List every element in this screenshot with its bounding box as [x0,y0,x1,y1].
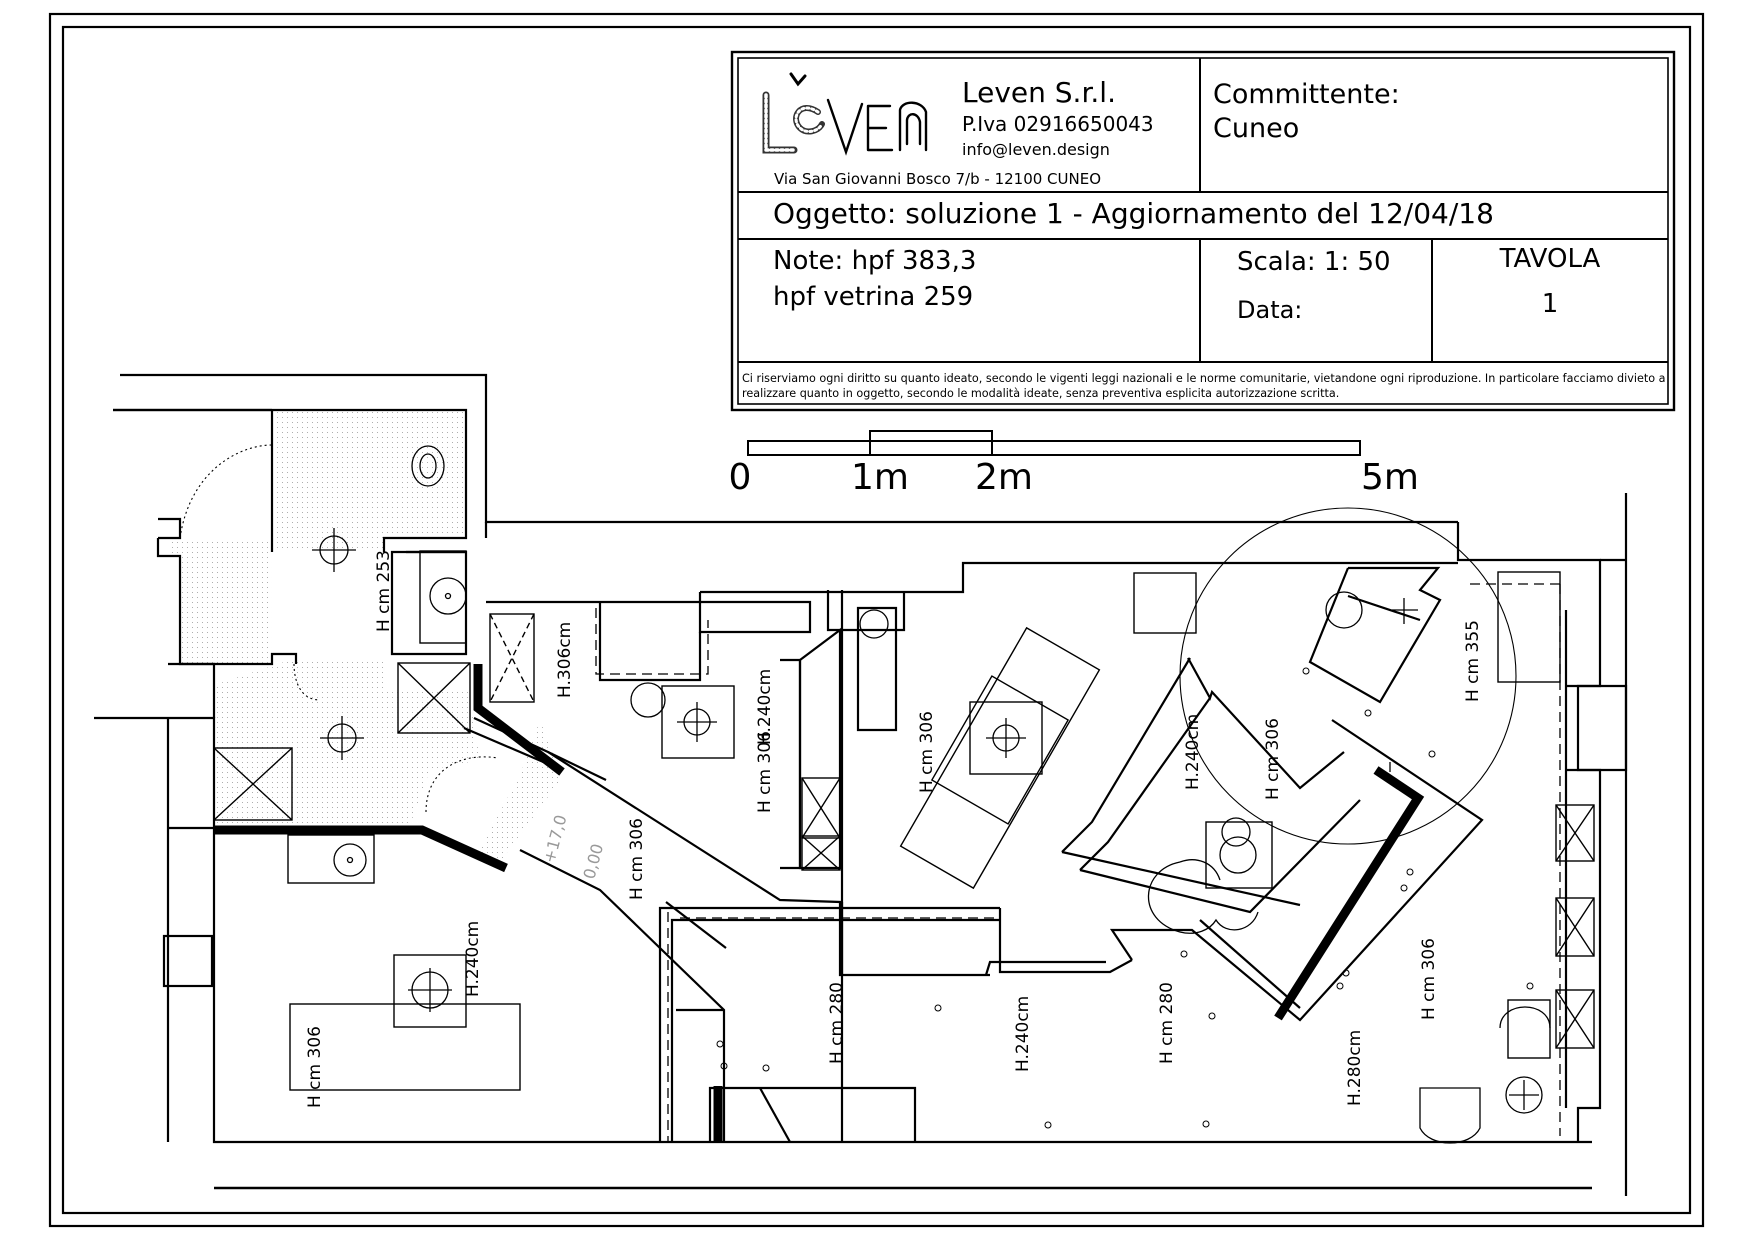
label-h240-c: H.240cm [1183,714,1203,790]
client-label: Committente: [1213,79,1400,110]
plan-walls [94,373,1628,1196]
label-h306-c: H cm 306 [917,711,937,793]
plan-light-points [716,667,1534,1129]
label-h306-b: H cm 306 [755,731,775,813]
label-h280-c: H.280cm [1345,1030,1365,1106]
label-h253: H cm 253 [374,550,394,632]
label-h240-d: H.240cm [1013,996,1033,1072]
scale-bar [747,430,1361,456]
plan-dashed-lines [595,583,1561,1142]
label-h306-f: H cm 306 [1263,718,1283,800]
drawing-subject: Oggetto: soluzione 1 - Aggiornamento del… [773,197,1494,230]
plan-radius-circle [1179,507,1517,845]
plan-tables [289,626,1101,1091]
label-h306-g: H cm 306 [1419,938,1439,1020]
scale-label-0: 0 [728,457,752,498]
notes-line-2: hpf vetrina 259 [773,282,974,312]
company-email: info@leven.design [962,140,1110,159]
outer-border [48,12,1705,1228]
label-h306-e: H cm 306 [305,1026,325,1108]
plan-labels: H cm 253 H.306cm H.240cm H cm 306 H cm 3… [305,550,1483,1108]
scale-label-2m: 2m [975,457,1033,498]
client-value: Cuneo [1213,113,1300,144]
company-address: Via San Giovanni Bosco 7/b - 12100 CUNEO [774,170,1102,188]
label-h240-b: H.240cm [463,921,483,997]
door-swings [179,444,499,813]
date-label: Data: [1237,296,1303,324]
vat-number: P.Iva 02916650043 [962,112,1154,136]
sheet-number: 1 [1541,289,1559,319]
label-h306-a: H.306cm [555,622,575,698]
label-h280-a: H cm 280 [827,982,847,1064]
company-name: Leven S.r.l. [962,76,1116,109]
copyright-disclaimer: Ci riserviamo ogni diritto su quanto ide… [742,372,1666,401]
title-block-frame [730,50,1676,412]
level-marker-2: 0,00 [580,842,608,881]
scale-label-5m: 5m [1361,457,1419,498]
level-marker-1: +17,0 [540,813,571,865]
label-h355: H cm 355 [1463,620,1483,702]
plan-thick-walls [214,664,1425,1142]
label-h306-d: H cm 306 [627,818,647,900]
plan-fixtures [213,550,1595,1059]
label-h240-a: H.240cm [755,669,775,745]
scale-label-1m: 1m [851,457,909,498]
leven-logo-icon [762,72,928,156]
sheet-label: TAVOLA [1499,244,1601,274]
drawing-scale: Scala: 1: 50 [1237,247,1391,277]
notes-line-1: Note: hpf 383,3 [773,246,977,276]
inner-border [61,25,1692,1215]
label-h280-b: H cm 280 [1157,982,1177,1064]
